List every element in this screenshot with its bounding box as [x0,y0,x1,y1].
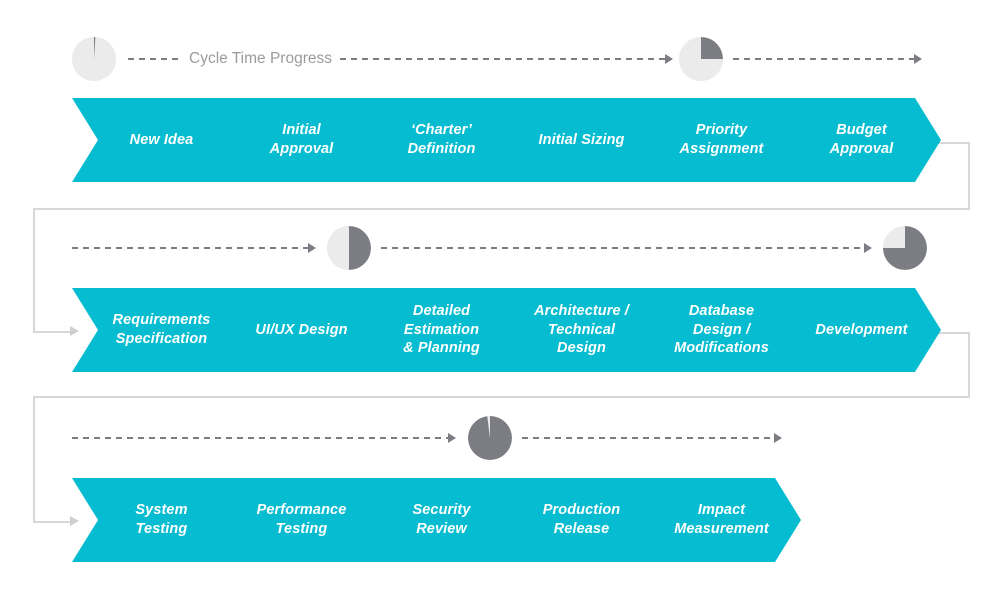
stage-label: Initial Approval [269,122,334,157]
pie-marker-start-svg [72,37,116,81]
dash-arrow-3b [774,433,782,443]
stage-band-row-1: New Idea Initial Approval ‘Charter’ Defi… [0,98,1000,182]
stage-label: Performance Testing [256,502,347,537]
dash-arrow-3a [448,433,456,443]
connector-row2-down [968,332,970,398]
stage-label: System Testing [135,502,188,537]
dash-line-1c [733,58,914,60]
stage-band-row-3: System Testing Performance Testing Secur… [0,478,1000,562]
stage-ui-ux-design[interactable]: UI/UX Design [212,288,381,372]
dash-arrow-1b [665,54,673,64]
pie-marker-row3-mid-svg [468,416,512,460]
stage-initial-sizing[interactable]: Initial Sizing [492,98,661,182]
stage-label: Requirements Specification [112,312,211,347]
connector-row2-across [33,396,970,398]
connector-row2-out-top [925,332,970,334]
stage-database-design-modifications[interactable]: Database Design / Modifications [632,288,801,372]
stage-label: Priority Assignment [679,122,764,157]
progress-row-2 [0,190,1000,270]
connector-row3-up [33,396,35,522]
connector-row1-down [968,142,970,210]
dash-arrow-2b [864,243,872,253]
pie-marker-row1-end [679,37,723,81]
stage-new-idea[interactable]: New Idea [72,98,241,182]
dash-arrow-2a [308,243,316,253]
stage-label: Development [815,321,908,338]
stage-label: New Idea [129,131,194,148]
stage-label: ‘Charter’ Definition [407,122,476,157]
stage-security-review[interactable]: Security Review [352,478,521,562]
connector-row2-up [33,208,35,332]
pie-marker-row1-end-svg [679,37,723,81]
dash-arrow-1c [914,54,922,64]
stage-impact-measurement[interactable]: Impact Measurement [632,478,801,562]
stage-budget-approval[interactable]: Budget Approval [772,98,941,182]
connector-row2-arrowhead [70,326,79,336]
dash-line-2a [72,247,308,249]
stage-label: Database Design / Modifications [674,303,769,357]
connector-row1-out-top [925,142,970,144]
progress-row-1: Cycle Time Progress [0,0,1000,81]
dash-line-3b [522,437,774,439]
stage-label: Detailed Estimation & Planning [403,303,480,357]
stage-label: Initial Sizing [538,131,625,148]
pie-marker-row2-end-svg [883,226,927,270]
stage-label: Impact Measurement [674,502,769,537]
dash-line-1b [340,58,665,60]
connector-row3-arrowhead [70,516,79,526]
stage-detailed-estimation-planning[interactable]: Detailed Estimation & Planning [352,288,521,372]
stage-band-row-2: Requirements Specification UI/UX Design … [0,288,1000,372]
stage-label: Production Release [542,502,621,537]
dash-line-1a [128,58,182,60]
stage-requirements-specification[interactable]: Requirements Specification [72,288,241,372]
pie-marker-row2-end [883,226,927,270]
pie-marker-start [72,37,116,81]
stage-performance-testing[interactable]: Performance Testing [212,478,381,562]
stage-label: Security Review [412,502,471,537]
connector-row1-across [33,208,970,210]
stage-label: UI/UX Design [255,321,348,338]
stage-architecture-technical-design[interactable]: Architecture / Technical Design [492,288,661,372]
stage-development[interactable]: Development [772,288,941,372]
stage-priority-assignment[interactable]: Priority Assignment [632,98,801,182]
stage-initial-approval[interactable]: Initial Approval [212,98,381,182]
stage-label: Budget Approval [829,122,894,157]
stage-label: Architecture / Technical Design [534,303,629,357]
stage-production-release[interactable]: Production Release [492,478,661,562]
pie-marker-row3-mid [468,416,512,460]
cycle-time-progress-label: Cycle Time Progress [189,50,332,67]
connector-row2-in [33,331,73,333]
dash-line-3a [72,437,448,439]
stage-charter-definition[interactable]: ‘Charter’ Definition [352,98,521,182]
progress-row-3 [0,380,1000,460]
pie-marker-row2-mid-svg [327,226,371,270]
stage-system-testing[interactable]: System Testing [72,478,241,562]
connector-row3-in [33,521,73,523]
pie-marker-row2-mid [327,226,371,270]
dash-line-2b [381,247,864,249]
